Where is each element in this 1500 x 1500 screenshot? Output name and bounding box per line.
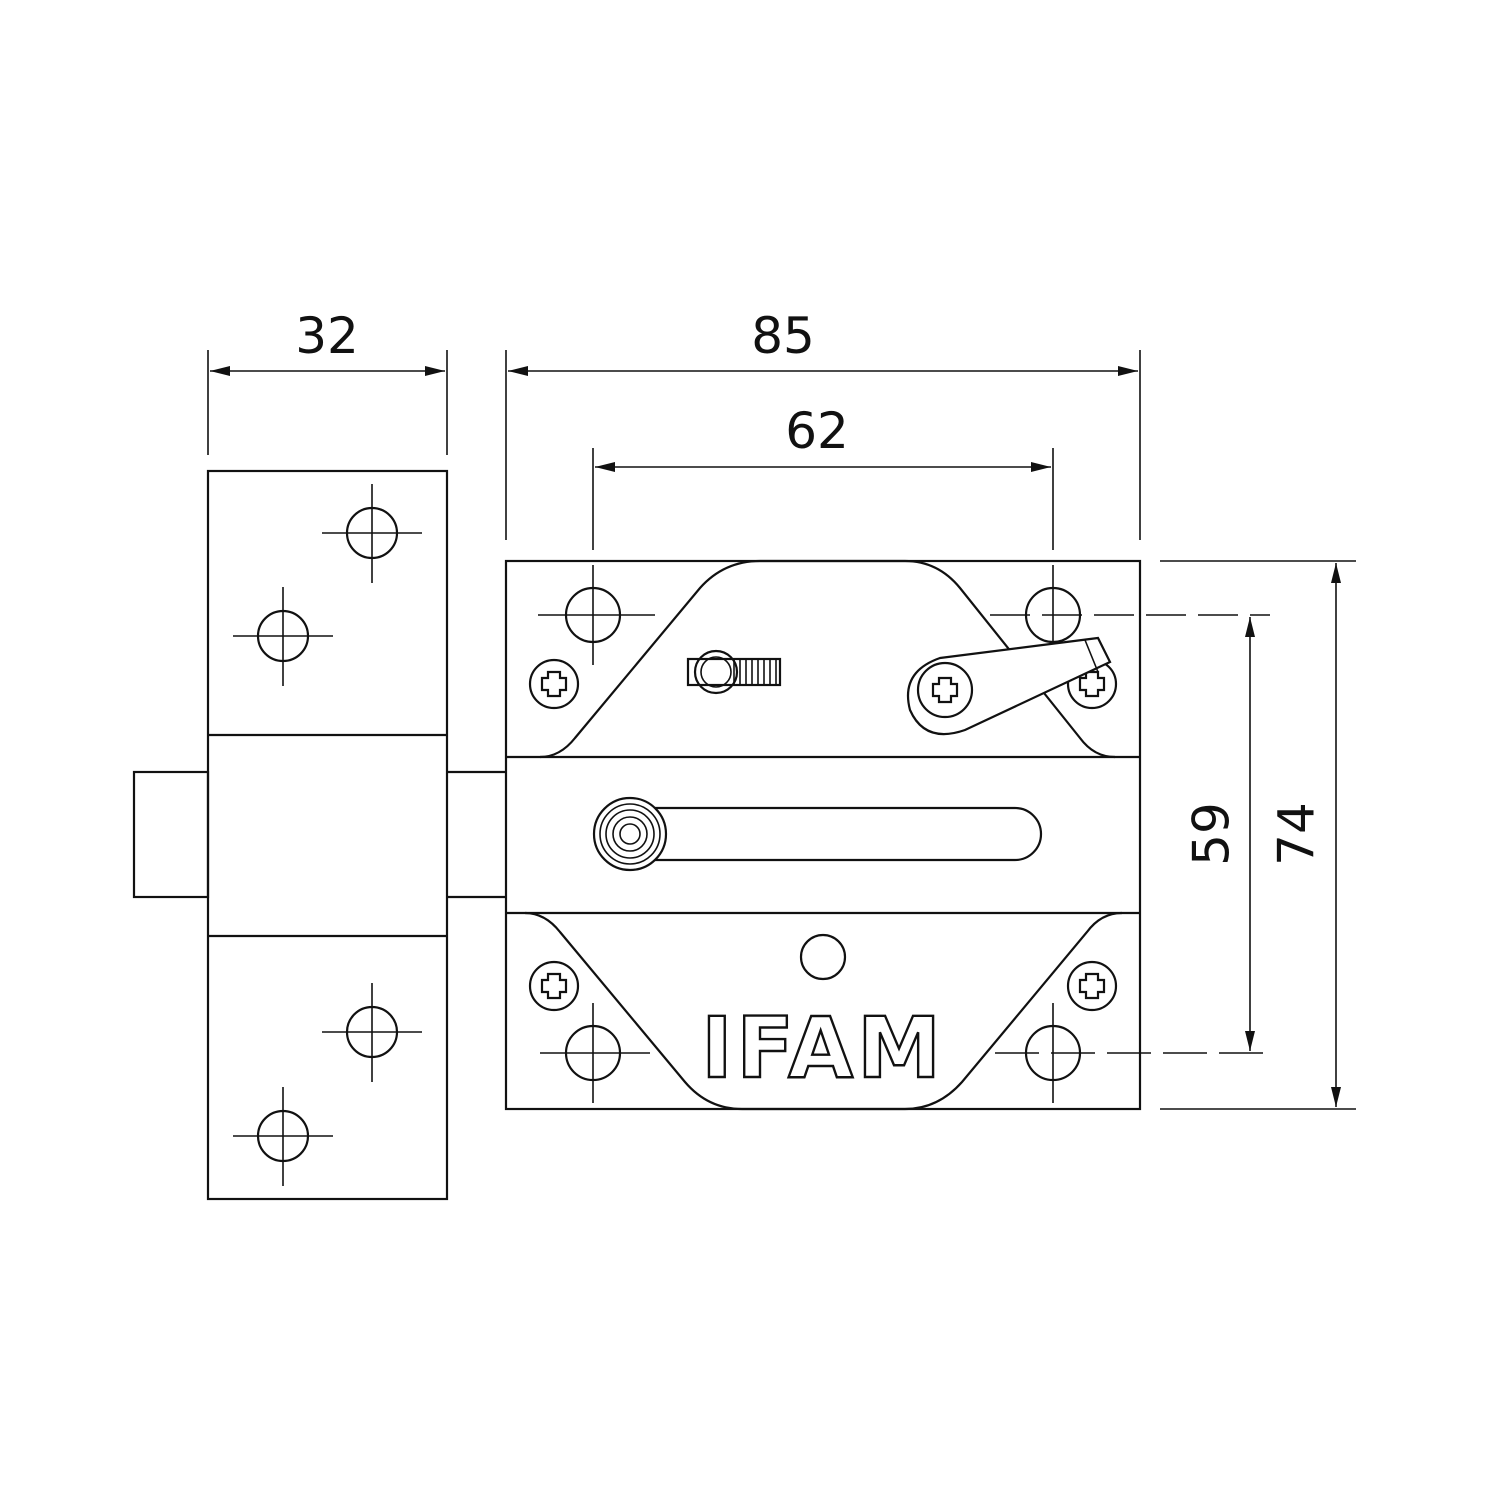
body-hole-bottom-left <box>540 1003 650 1103</box>
screw-icon <box>1066 960 1118 1012</box>
keeper-outline <box>206 469 449 1201</box>
dimension-keeper-width: 32 <box>207 307 448 455</box>
dimension-label: 62 <box>785 402 849 460</box>
brand-logo: IFAM <box>701 999 945 1097</box>
knurled-thumb-knob <box>686 649 782 695</box>
screw-icon <box>931 676 959 704</box>
lower-cover-plate <box>524 911 1123 1111</box>
dimension-label: 85 <box>751 307 815 365</box>
lever-body <box>906 636 1112 736</box>
dimension-label: 59 <box>1183 802 1241 866</box>
lever-arm <box>906 636 1112 736</box>
dimension-body-height: 74 <box>1160 560 1356 1110</box>
bolt <box>132 770 506 899</box>
knob-ring <box>693 649 739 695</box>
keeper-hole-3 <box>322 983 422 1082</box>
bolt-handle-knob <box>592 796 668 872</box>
screw-icon <box>528 658 580 710</box>
body-hole-top-left <box>538 565 655 665</box>
bolt-shaft <box>447 770 506 899</box>
dimension-hole-spacing-vertical: 59 <box>1183 617 1255 1051</box>
screw-icon <box>528 960 580 1012</box>
dimension-label: 32 <box>295 307 359 365</box>
upper-cover-plate <box>539 559 1116 759</box>
keeper-plate <box>206 469 449 1201</box>
dimension-body-width: 85 <box>505 307 1141 540</box>
keyhole <box>799 933 847 981</box>
keeper-hole-4 <box>233 1087 333 1186</box>
body-mounting-holes <box>538 565 1270 1103</box>
lever-pivot-screw <box>916 661 974 719</box>
keeper-mounting-holes <box>233 484 422 1186</box>
keeper-hole-2 <box>233 587 333 686</box>
bolt-slot <box>592 796 1043 872</box>
lock-body: IFAM <box>504 559 1270 1111</box>
slot-outline <box>630 806 1043 862</box>
dimension-hole-spacing-horizontal: 62 <box>592 402 1054 550</box>
keeper-hole-1 <box>322 484 422 583</box>
body-hole-bottom-right <box>995 1003 1270 1103</box>
bolt-tip <box>132 770 210 899</box>
dimension-label: 74 <box>1268 802 1326 866</box>
